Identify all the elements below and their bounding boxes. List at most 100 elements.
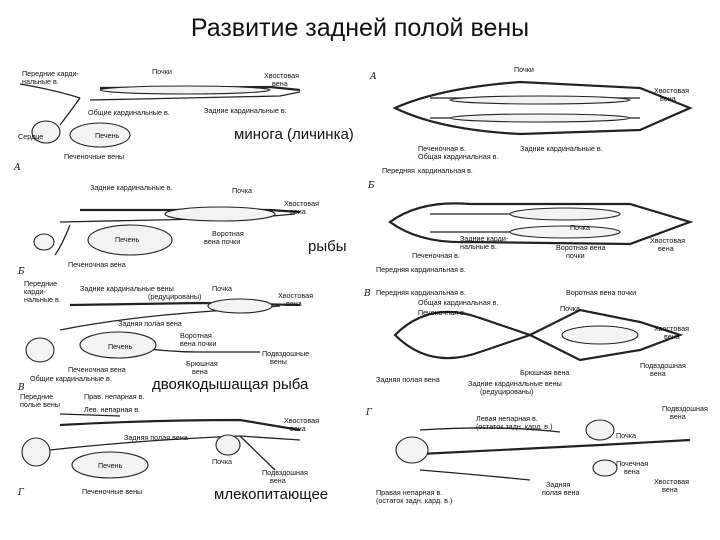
right-g-caudal-vein-label-2: вена [662,485,678,494]
left-b-posterior-cardinal-label: Задние кардинальные в. [90,183,173,192]
left-v-kidney [207,298,273,314]
left-panel-a: Передние карди- нальные в. Почки Хвостов… [13,67,301,173]
left-panel-v: Передние карди- нальные в. Задние кардин… [17,279,313,393]
right-g-right-azygos-label: Правая непарная в. [376,488,442,497]
left-a-kidneys-label: Почки [152,67,172,76]
left-panel-g: Передние полые вены Прав. непарная в. Ле… [17,392,319,498]
right-a-anterior-cardinal-label-2: кардинальная в. [418,166,473,175]
left-v-kidney-label: Почка [212,284,232,293]
left-g-liver-label: Печень [98,461,123,470]
left-g-iliac-vein-label-2: вена [270,476,286,485]
left-v-hepatic-vein-label: Печеночная вена [68,365,126,374]
left-a-caudal-vein-label-2: вена [272,79,288,88]
left-v-caudal-vein-label: Хвостовая [278,291,313,300]
left-a-posterior-cardinal-vein [89,91,301,101]
right-a-panel-letter: А [369,72,377,82]
left-g-caudal-vein-label-2: вена [290,424,306,433]
caption-lungfish: двоякодышащая рыба [150,376,311,393]
left-a-anterior-cardinal-label: Передние карди- [22,69,80,78]
right-v-iliac-vein-label-2: вена [650,369,666,378]
left-b-caudal-vein [80,208,301,214]
left-b-liver [87,224,173,256]
right-g-posterior-vena-cava-label: Задняя [546,480,570,489]
right-a-caudal-vein-label: Хвостовая [654,86,689,95]
right-v-abdominal-vein-label: Брюшная вена [520,368,569,377]
left-v-caudal-vein-label-2: вена [286,299,302,308]
left-a-hepatic-veins-label: Печеночные вены [64,152,124,161]
right-v-hepatic-vein-label: Печеночная в. [418,308,466,317]
right-g-left-azygos-label: Левая непарная в. [476,414,538,423]
left-a-anterior-cardinal-vein [19,83,81,99]
right-b-posterior-cardinal-label-2: нальные в. [460,242,497,251]
right-g-heart [395,436,429,464]
left-v-posterior-vena-cava-label: Задняя полая вена [118,319,182,328]
left-a-kidney [99,85,271,95]
left-v-anterior-cardinal-label-2: карди- [24,287,46,296]
right-v-caudal-vein-label-2: вена [664,332,680,341]
left-g-kidney [215,434,241,456]
left-v-liver [79,331,157,359]
left-g-hepatic-veins-label: Печеночные вены [82,487,142,496]
left-v-anterior-cardinal-label: Передние [24,279,57,288]
left-g-kidney-label: Почка [212,457,232,466]
right-a-anterior-cardinal-label: Передняя [382,166,415,175]
right-a-vessel-outline [392,80,693,136]
right-v-posterior-cardinal-label: Задние кардинальные вены [468,379,562,388]
left-g-caudal-vein-label: Хвостовая [284,416,319,425]
left-v-common-cardinal-label: Общие кардинальные в. [30,374,112,383]
right-b-caudal-vein-label-2: вена [658,244,674,253]
right-panel-b: Б Задние карди- нальные в. Почка Воротна… [367,181,694,274]
left-a-anterior-cardinal-label-2: нальные в. [22,77,59,86]
left-a-common-cardinal-vein [59,97,81,126]
right-v-common-cardinal-label: Общая кардинальная в. [418,298,498,307]
right-a-caudal-vein-label-2: вена [660,94,676,103]
right-g-iliac-vein-label: Подвздошная [662,404,708,413]
left-v-anterior-cardinal-label-3: нальные в. [24,295,61,304]
right-b-posterior-cardinal-label: Задние карди- [460,234,509,243]
left-b-hepatic-vein-label: Печеночная вена [68,260,126,269]
left-b-panel-letter: Б [17,267,25,277]
caption-mammal: млекопитающее [212,486,331,503]
right-b-vessel-outline [388,202,694,246]
left-b-kidney-label: Почка [232,186,252,195]
right-a-posterior-cardinal-label: Задние кардинальные в. [520,144,603,153]
page-title: Развитие задней полой вены [190,14,530,42]
right-panel-v: В Передняя кардинальная в. Общая кардина… [363,288,689,396]
left-v-posterior-cardinal-label: Задние кардинальные вены [80,284,174,293]
left-a-liver [69,122,131,148]
left-v-portal-vein-label-2: вена почки [180,339,216,348]
left-a-liver-label: Печень [95,131,120,140]
left-g-posterior-vena-cava-label: Задняя полая вена [124,433,188,442]
left-v-subintestinal-label: Подвздошные [262,349,309,358]
right-v-caudal-vein-label: Хвостовая [654,324,689,333]
right-b-hepatic-vein-label: Печеночная в. [412,251,460,260]
right-v-vessel-right-loop [527,308,684,362]
right-g-panel-letter: Г [365,408,373,418]
left-b-caudal-vein-label: Хвостовая [284,199,319,208]
left-g-iliac-vein-label: Подвздошная [262,468,308,477]
right-v-anterior-cardinal-label: Передняя кардинальная в. [376,288,466,297]
right-b-kidney-label: Почка [570,223,590,232]
caption-fish: рыбы [306,238,349,255]
right-b-anterior-cardinal-label: Передняя кардинальная в. [376,265,466,274]
left-v-reduced-label: (редуцированы) [148,292,201,301]
right-a-hepatic-vein-label: Печеночная в. [418,144,466,153]
left-panel-b: Задние кардинальные в. Почка Хвостовая в… [17,183,319,277]
left-a-caudal-vein-label: Хвостовая [264,71,299,80]
left-g-anterior-cava-label: Передние [20,392,53,401]
left-b-portal-vein-label-2: вена почки [204,237,240,246]
left-v-abdominal-vein-label-2: вена [192,367,208,376]
left-g-left-azygos-vein [59,413,121,417]
right-g-posterior-vena-cava [399,438,691,457]
right-g-iliac-vein-label-2: вена [670,412,686,421]
left-v-panel-letter: В [17,383,25,393]
right-g-renal-vein-label: Почечная [616,459,648,468]
right-b-caudal-vein-label: Хвостовая [650,236,685,245]
right-panel-g: Г Левая непарная в. (остаток задн. кард.… [365,404,708,505]
right-b-kidney-1 [509,207,621,221]
left-v-portal-vein-label: Воротная [180,331,212,340]
left-b-heart [33,233,55,251]
left-b-liver-label: Печень [115,235,140,244]
right-a-kidney-1 [449,95,631,105]
left-g-caudal-vein [59,418,301,432]
